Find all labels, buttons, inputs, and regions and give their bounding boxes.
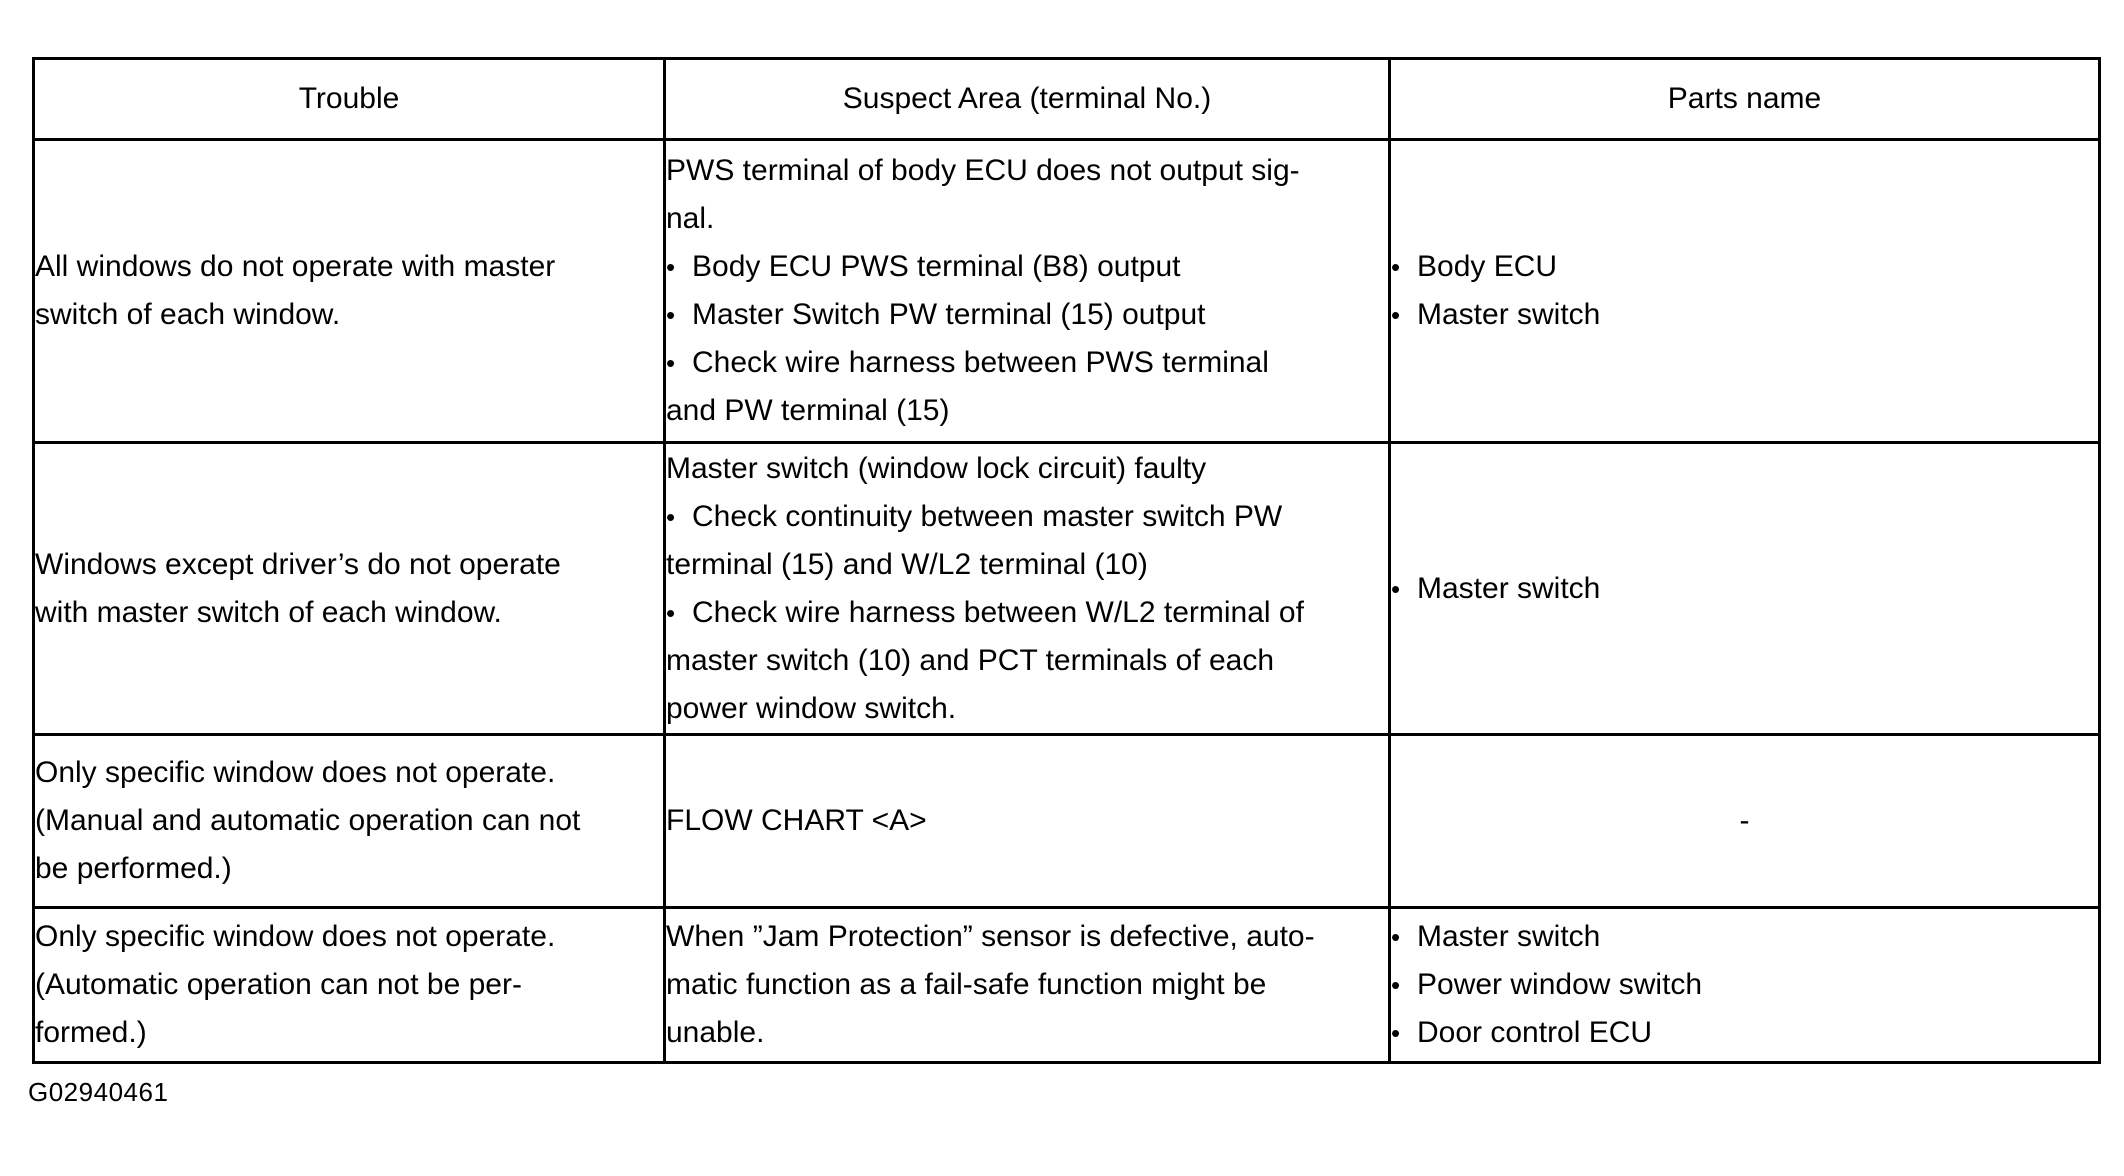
suspect-bullet-continuation: and PW terminal (15) xyxy=(666,394,950,427)
table-row: Windows except driver’s do not operate w… xyxy=(32,441,2101,736)
suspect-intro-line: unable. xyxy=(666,1016,765,1049)
cell-parts-name: Master switch xyxy=(1388,441,2101,736)
diagnostic-table-container: Trouble Suspect Area (terminal No.) Part… xyxy=(32,57,2101,1064)
trouble-line: switch of each window. xyxy=(35,298,341,331)
suspect-bullet: Check wire harness between PWS terminal xyxy=(666,339,1388,387)
parts-bullet: Master switch xyxy=(1391,291,2098,339)
cell-parts-name: - xyxy=(1388,733,2101,909)
parts-bullet: Door control ECU xyxy=(1391,1009,2098,1057)
cell-trouble: Only specific window does not operate. (… xyxy=(32,733,666,909)
parts-bullet: Master switch xyxy=(1391,913,2098,961)
column-header-suspect-area: Suspect Area (terminal No.) xyxy=(663,57,1391,141)
suspect-intro-line: When ”Jam Protection” sensor is defectiv… xyxy=(666,920,1315,953)
trouble-line: be performed.) xyxy=(35,852,232,885)
suspect-bullet-continuation: master switch (10) and PCT terminals of … xyxy=(666,643,1275,677)
cell-suspect-area: PWS terminal of body ECU does not output… xyxy=(663,138,1391,444)
table-row: Only specific window does not operate. (… xyxy=(32,906,2101,1064)
suspect-bullet: Check continuity between master switch P… xyxy=(666,493,1388,541)
trouble-line: formed.) xyxy=(35,1016,147,1049)
column-header-trouble: Trouble xyxy=(32,57,666,141)
suspect-intro-line: matic function as a fail-safe function m… xyxy=(666,968,1267,1001)
trouble-line: (Automatic operation can not be per- xyxy=(35,968,522,1001)
cell-parts-name: Body ECU Master switch xyxy=(1388,138,2101,444)
parts-bullet: Master switch xyxy=(1391,565,2098,613)
suspect-bullet: Body ECU PWS terminal (B8) output xyxy=(666,243,1388,291)
suspect-bullet-continuation: power window switch. xyxy=(666,691,957,725)
trouble-line: Only specific window does not operate. xyxy=(35,756,556,789)
trouble-line: Only specific window does not operate. xyxy=(35,920,556,953)
trouble-line: Windows except driver’s do not operate xyxy=(35,547,561,581)
cell-trouble: Windows except driver’s do not operate w… xyxy=(32,441,666,736)
trouble-line: (Manual and automatic operation can not xyxy=(35,804,581,837)
table-body: All windows do not operate with master s… xyxy=(32,138,2101,1064)
suspect-bullet: Master Switch PW terminal (15) output xyxy=(666,291,1388,339)
suspect-bullet-continuation: terminal (15) and W/L2 terminal (10) xyxy=(666,547,1148,581)
trouble-line: with master switch of each window. xyxy=(35,595,502,629)
table-header-row: Trouble Suspect Area (terminal No.) Part… xyxy=(32,57,2101,141)
suspect-intro-line: PWS terminal of body ECU does not output… xyxy=(666,154,1300,187)
cell-suspect-area: Master switch (window lock circuit) faul… xyxy=(663,441,1391,736)
parts-empty-dash: - xyxy=(1739,804,1750,837)
parts-bullet: Body ECU xyxy=(1391,243,2098,291)
cell-trouble: All windows do not operate with master s… xyxy=(32,138,666,444)
suspect-intro-line: Master switch (window lock circuit) faul… xyxy=(666,451,1207,485)
cell-suspect-area: FLOW CHART <A> xyxy=(663,733,1391,909)
cell-parts-name: Master switch Power window switch Door c… xyxy=(1388,906,2101,1064)
column-header-parts-name: Parts name xyxy=(1388,57,2101,141)
parts-bullet: Power window switch xyxy=(1391,961,2098,1009)
table-row: All windows do not operate with master s… xyxy=(32,138,2101,444)
table-header: Trouble Suspect Area (terminal No.) Part… xyxy=(32,57,2101,141)
diagnostic-table: Trouble Suspect Area (terminal No.) Part… xyxy=(32,57,2101,1064)
table-row: Only specific window does not operate. (… xyxy=(32,733,2101,909)
cell-suspect-area: When ”Jam Protection” sensor is defectiv… xyxy=(663,906,1391,1064)
figure-caption: G02940461 xyxy=(28,1077,169,1107)
suspect-bullet: Check wire harness between W/L2 terminal… xyxy=(666,589,1388,637)
trouble-line: All windows do not operate with master xyxy=(35,250,556,283)
suspect-flow-chart-reference: FLOW CHART <A> xyxy=(666,804,927,837)
cell-trouble: Only specific window does not operate. (… xyxy=(32,906,666,1064)
suspect-intro-line: nal. xyxy=(666,202,715,235)
